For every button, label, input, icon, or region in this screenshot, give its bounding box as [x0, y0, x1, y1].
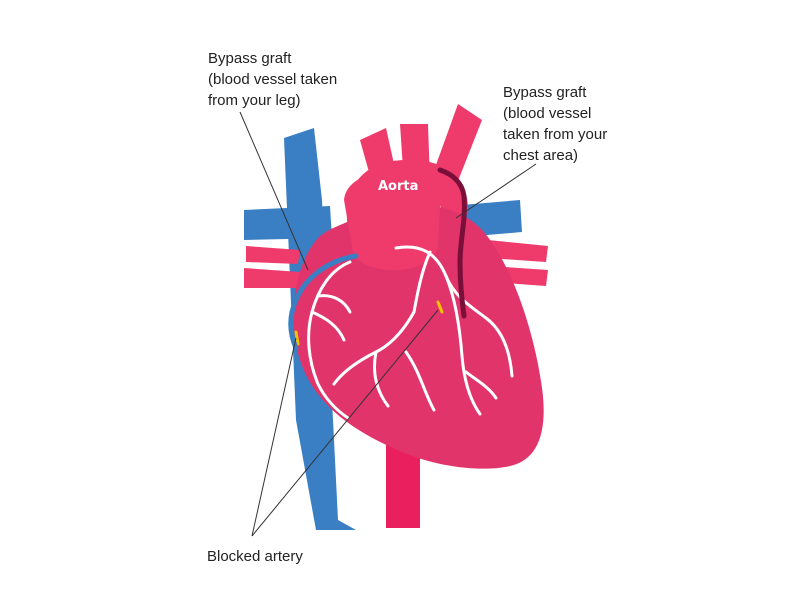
coronary-artery-branch-1: [444, 274, 514, 378]
aorta-branch-right: [432, 104, 482, 186]
leader-line-blocked-left: [251, 337, 297, 537]
chest-graft-label-line-1: Bypass graft: [503, 84, 587, 101]
pulmonary-vein-left-lower: [244, 268, 300, 288]
leg-graft-label-line-3: from your leg): [208, 92, 301, 109]
coronary-artery-branch-7: [316, 294, 352, 314]
blockage-mark-right: [436, 300, 444, 314]
chest-graft-label-line-3: taken from your: [503, 126, 608, 143]
leader-line-chest-graft: [455, 163, 537, 219]
descending-aorta: [386, 440, 420, 528]
coronary-artery-branch-5: [373, 350, 390, 408]
leader-line-leg-graft: [239, 111, 309, 271]
pulmonary-vein-left-upper: [246, 246, 300, 264]
blocked-artery-label: Blocked artery: [207, 548, 303, 565]
chest-graft-label-line-2: (blood vessel: [503, 105, 592, 122]
leader-lines: [239, 111, 537, 537]
coronary-arteries: [307, 245, 514, 420]
coronary-artery-branch-4: [404, 350, 436, 412]
coronary-artery-right: [307, 260, 352, 420]
aorta-label: Aorta: [378, 179, 418, 194]
ascending-aorta: [344, 171, 440, 271]
coronary-artery-branch-2: [412, 250, 432, 314]
chest-graft-label-line-4: chest area): [503, 147, 579, 164]
heart-body: [293, 205, 544, 469]
blockage-mark-left: [294, 330, 300, 346]
pulmonary-vein-right-upper: [488, 240, 548, 262]
chest-bypass-graft: [437, 167, 467, 319]
leader-line-blocked-right: [251, 309, 439, 537]
coronary-artery-branch-6: [310, 310, 346, 342]
coronary-artery-main-left: [394, 245, 482, 416]
leg-graft-label-line-1: Bypass graft: [208, 50, 292, 67]
coronary-artery-branch-8: [464, 370, 498, 400]
leg-bypass-graft: [288, 253, 359, 351]
leg-graft-label: Bypass graft (blood vessel taken from yo…: [208, 48, 337, 111]
leg-graft-label-line-2: (blood vessel taken: [208, 71, 338, 88]
chest-graft-label: Bypass graft (blood vessel taken from yo…: [503, 82, 607, 166]
